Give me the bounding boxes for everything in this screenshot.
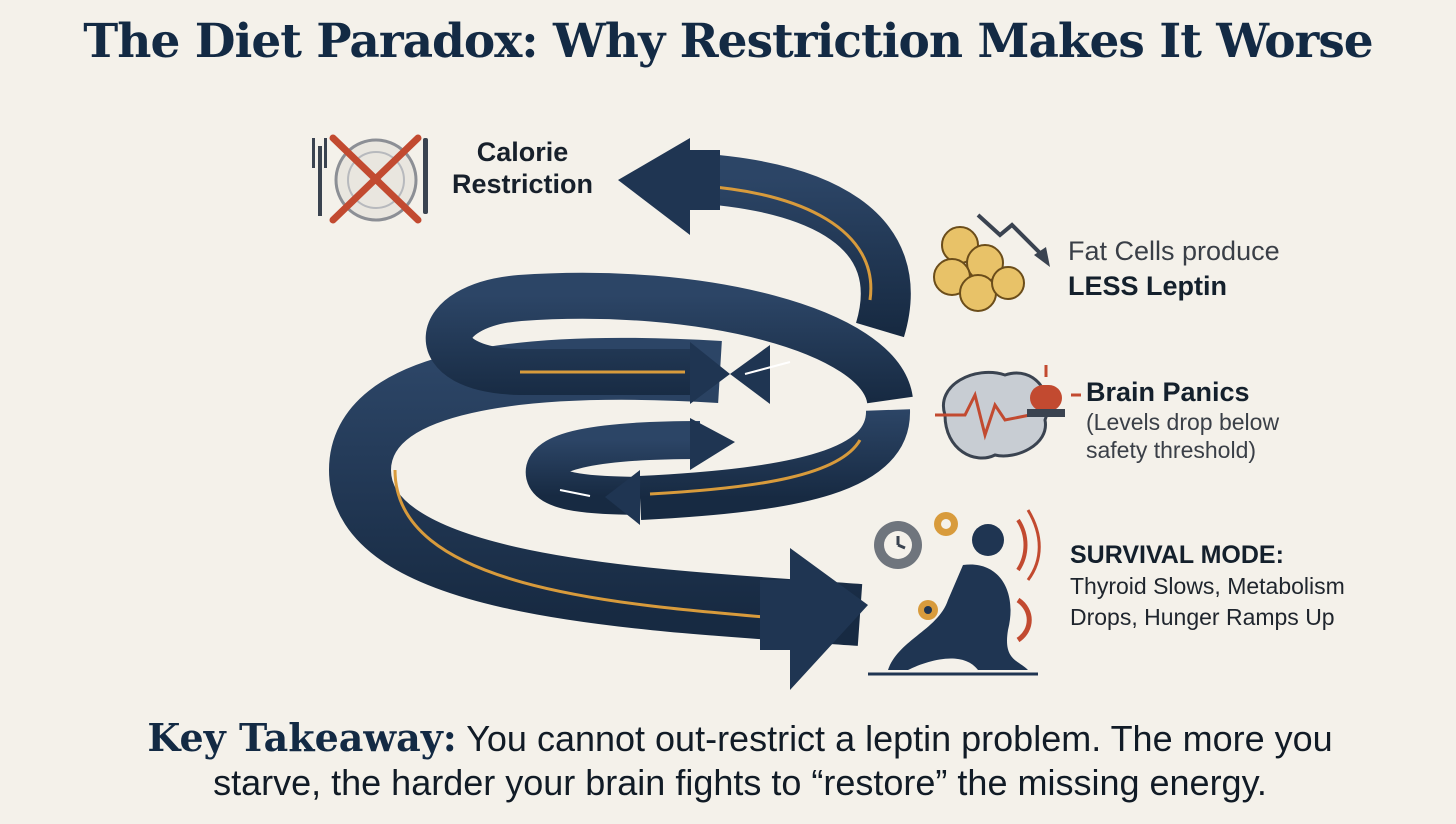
step-brain-sub1: (Levels drop below — [1086, 409, 1280, 435]
step-brain-sub2: safety threshold) — [1086, 437, 1257, 463]
key-takeaway-line1: You cannot out-restrict a leptin problem… — [466, 718, 1333, 759]
step-survival-head: SURVIVAL MODE: — [1070, 541, 1284, 569]
spiral-arrowhead-top — [618, 138, 720, 235]
crossed-plate-icon — [312, 134, 428, 224]
step-brain-panics: Brain Panics (Levels drop below safety t… — [1086, 376, 1279, 464]
step-survival-line2: Drops, Hunger Ramps Up — [1070, 604, 1335, 630]
step-survival-line1: Thyroid Slows, Metabolism — [1070, 573, 1345, 599]
spiral-arrowhead-inner-left — [605, 470, 640, 525]
spiral-middle-loop — [425, 272, 913, 520]
spiral-arrowhead-bottom — [760, 548, 868, 690]
spiral-outer-loop — [328, 337, 868, 690]
spiral-arrowhead-inner — [690, 418, 735, 470]
key-takeaway: Key Takeaway: You cannot out-restrict a … — [40, 716, 1440, 805]
step-restriction-line1: Calorie — [476, 137, 569, 167]
step-fat-line1: Fat Cells produce — [1068, 236, 1280, 266]
step-survival-mode: SURVIVAL MODE: Thyroid Slows, Metabolism… — [1070, 540, 1345, 633]
step-fat-cells: Fat Cells produce LESS Leptin — [1068, 234, 1280, 304]
page-title: The Diet Paradox: Why Restriction Makes … — [83, 14, 1373, 69]
spiral-inner-loop — [525, 418, 735, 525]
key-takeaway-line2: starve, the harder your brain fights to … — [213, 762, 1267, 803]
step-restriction-line2: Restriction — [452, 169, 594, 199]
spiral-top-loop — [618, 138, 911, 404]
brain-alarm-icon — [935, 365, 1081, 460]
spiral-arrowhead-middle — [690, 342, 730, 404]
fat-cells-down-arrow-icon — [933, 213, 1050, 312]
kneeling-figure-gears-icon — [868, 509, 1041, 676]
step-calorie-restriction: Calorie Restriction — [452, 136, 593, 200]
step-brain-head: Brain Panics — [1086, 377, 1250, 407]
key-takeaway-label: Key Takeaway: — [147, 715, 457, 760]
step-fat-line2: LESS Leptin — [1068, 271, 1228, 301]
